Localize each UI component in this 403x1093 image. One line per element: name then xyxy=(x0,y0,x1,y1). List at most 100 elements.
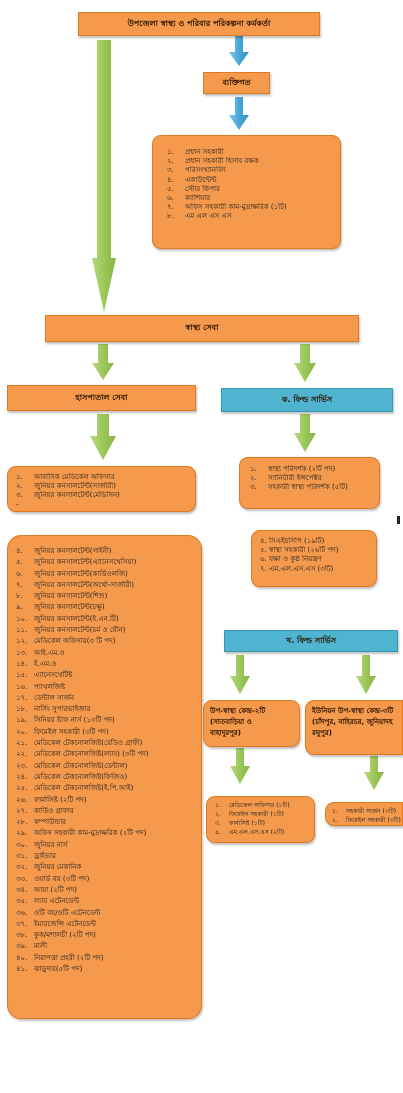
list-item: ৬. যক্ষা ও কুষ্ঠ নিয়ন্ত্রণ xyxy=(260,555,322,564)
list-item: ১৮.নার্সিং সুপারভাইজার xyxy=(16,705,91,714)
list-item: ৩৭.ইমারজেন্সি এটেনডেন্ট xyxy=(16,919,96,928)
list-item: ২.ফিমেইল সহকারী (১টি) xyxy=(215,811,284,818)
sub-center-line1: উপ-স্বাস্থ্য কেন্দ্র-২টি xyxy=(210,707,266,715)
list-item: ৪.একাউন্টেন্ট xyxy=(167,175,217,184)
field-service-a-box: ক. ফিল্ড সার্ভিস xyxy=(221,388,393,412)
list-item: ২১.মেডিকেল টেকনোলজিষ্ট(রেডিও গ্রাফী) xyxy=(16,739,143,748)
list-item: ২.জুনিয়র কনসালটেন্ট(সার্জারী) xyxy=(16,482,116,491)
list-item: ৪.এম.এল.এস.এস (২টি) xyxy=(215,829,285,836)
hospital-list: ৪.জুনিয়র কনসালটেন্ট(গাইনী) ৫.জুনিয়র কন… xyxy=(16,546,197,975)
list-item: ১.মেডিকেল অফিসার (১টি) xyxy=(215,802,290,809)
list-item: ২০.ফিমেইল সহকারী (৩টি পদ) xyxy=(16,727,109,736)
sub-center-line2: (সাতবাড়িয়া ও xyxy=(210,718,252,726)
union-center-line3: রঘুপুর) xyxy=(312,729,332,737)
health-service-label: স্বাস্থ্য সেবা xyxy=(185,323,219,332)
health-service-box: স্বাস্থ্য সেবা xyxy=(45,315,359,342)
field-a-more-list: ৪. সিএইচসিপি (১৯টি) ৫. স্বাস্থ্য সহকারী … xyxy=(260,537,372,574)
list-item: ৪.জুনিয়র কনসালটেন্ট(গাইনী) xyxy=(16,547,112,555)
list-item: ২৪.মেডিকেল টেকনোলজিষ্ট(ফিজিও) xyxy=(16,772,128,781)
list-item: ৬.জুনিয়র কনসালটেন্ট(কার্ডিওলজি) xyxy=(16,569,128,578)
list-item: ১২.মেডিকেল অফিসার(৩ টি পদ) xyxy=(16,637,116,646)
list-item: ৭. এম.এল.এস.এস (৩টি) xyxy=(260,564,334,573)
personal-box: ব্যক্তিগত xyxy=(203,72,270,94)
arrow-field-a-to-list xyxy=(294,414,316,452)
list-item: ১.সহকারী সার্জন (৩টি) xyxy=(332,808,397,815)
union-center-line1: ইউনিয়ন উপ-স্বাস্থ্য কেন্দ্র-৩টি xyxy=(312,707,394,715)
list-item: ৯.জুনিয়র কনসালটেন্ট(চক্ষু) xyxy=(16,603,105,612)
list-item: ১.প্রধান সহকারী xyxy=(167,148,224,156)
list-item: ২৭.কার্ডিও গ্রাফার xyxy=(16,806,74,815)
list-item: - xyxy=(16,500,19,509)
sub-center-line3: বাহাদুরপুর) xyxy=(210,729,241,737)
field-a-list-box: ১.স্বাস্থ্য পরিদর্শক (২টি পদ) ২.স্যানিটা… xyxy=(239,457,380,509)
list-item: ৪১.ঝাড়ুদার(৫টি পদ) xyxy=(16,964,83,973)
union-center-list: ১.সহকারী সার্জন (৩টি) ২.ফিমেইল সহকারী (৩… xyxy=(332,807,402,825)
hospital-service-box: হাসপাতাল সেবা xyxy=(7,385,196,411)
list-item: ৮.এম এল এস এস xyxy=(167,212,232,221)
list-item: ৪০.নিরাপত্তা প্রহরী (২টি পদ) xyxy=(16,953,104,962)
list-item: ৮.জুনিয়র কনসালটেন্ট(শিশু) xyxy=(16,592,108,601)
arrow-field-b-to-sub xyxy=(230,655,250,694)
list-item: ৩১.ড্রাইভার xyxy=(16,852,56,861)
list-item: ১০.জুনিয়র কনসালটেন্ট(ই.এন.টি) xyxy=(16,614,119,623)
list-item: ২.ফিমেইল সহকারী (৩টি) xyxy=(332,817,401,824)
list-item: ১৩.আই.এম.ও xyxy=(16,648,65,657)
list-item: ২৯.অফিস সহকারী কাম-মুদ্রাক্ষরিক (২টি পদ) xyxy=(16,829,147,838)
list-item: ৭.জুনিয়র কনসালটেন্ট(অর্থো-সার্জারী) xyxy=(16,580,134,589)
list-item: ১.স্বাস্থ্য পরিদর্শক (২টি পদ) xyxy=(250,465,336,473)
arrow-hospital-to-list xyxy=(90,414,116,460)
field-service-b-label: খ. ফিল্ড সার্ভিস xyxy=(285,635,336,645)
list-item: ১৭.ডেন্টাল সার্জন xyxy=(16,693,75,702)
hospital-top-list-box: ১.আবাসিক মেডিকেল অফিসার ২.জুনিয়র কনসালট… xyxy=(7,466,196,512)
list-item: ১৯.সিনিয়র ষ্টাফ নার্স (১৩টি পদ) xyxy=(16,716,115,725)
list-item: ৩৬.ওটি বয়/ওটি এটেনডেন্ট xyxy=(16,908,101,917)
union-center-line2: (চাঁদপুর, বাহিরচর, জুনিয়াদহ xyxy=(312,718,393,726)
title-text: উপজেলা স্বাস্থ্য ও পরিবার পরিকল্পনা কর্ম… xyxy=(127,18,271,28)
sub-center-list: ১.মেডিকেল অফিসার (১টি) ২.ফিমেইল সহকারী (… xyxy=(215,801,312,837)
union-center-list-box: ১.সহকারী সার্জন (৩টি) ২.ফিমেইল সহকারী (৩… xyxy=(325,802,403,826)
list-item: ২৮.কম্পাউন্ডার xyxy=(16,818,66,827)
personal-label: ব্যক্তিগত xyxy=(222,77,251,87)
list-item: ২৬.ফার্মাসিষ্ট (২টি পদ) xyxy=(16,795,87,804)
list-item: ৬.ক্যাশিয়ার xyxy=(167,194,211,203)
hospital-list-box: ৪.জুনিয়র কনসালটেন্ট(গাইনী) ৫.জুনিয়র কন… xyxy=(7,535,202,1019)
arrow-sub-to-list xyxy=(230,748,250,784)
list-item: ৩৯.মালী xyxy=(16,942,48,951)
hospital-service-label: হাসপাতাল সেবা xyxy=(75,392,128,402)
list-item: ৩৩.ওয়ার্ড বয় (৩টি পদ) xyxy=(16,874,90,883)
list-item: ১৪.ই.এম.ও xyxy=(16,659,57,668)
list-item: ১.আবাসিক মেডিকেল অফিসার xyxy=(16,473,115,481)
arrow-union-to-list xyxy=(364,756,384,790)
list-item: ৩.ফার্মাসিষ্ট (১টি) xyxy=(215,820,265,827)
list-item: ১১.জুনিয়র কনসালটেন্ট(চর্ম ও যৌন) xyxy=(16,626,126,635)
list-item: ১৬.প্যাথলজিষ্ট xyxy=(16,682,66,691)
list-item: ৩২.জুনিয়র মেকানিক xyxy=(16,863,82,872)
arrow-health-to-field-a xyxy=(294,344,316,382)
arrow-personal-to-list xyxy=(229,97,249,130)
list-item: ৩.পরিসংখ্যানবিদ xyxy=(167,166,226,175)
list-item: ৫.জুনিয়র কনসালটেন্ট(এ্যানেসথেসিয়া) xyxy=(16,558,137,567)
field-a-more-box: ৪. সিএইচসিপি (১৯টি) ৫. স্বাস্থ্য সহকারী … xyxy=(251,530,377,587)
title-box: উপজেলা স্বাস্থ্য ও পরিবার পরিকল্পনা কর্ম… xyxy=(78,12,320,36)
list-item: ১৫.এ্যানেসথেটিষ্ট xyxy=(16,671,73,680)
admin-list-box: ১.প্রধান সহকারী ২.প্রধান সহকারী হিসাব রক… xyxy=(152,135,341,249)
field-a-list: ১.স্বাস্থ্য পরিদর্শক (২টি পদ) ২.স্যানিটা… xyxy=(250,465,375,493)
union-center-box: ইউনিয়ন উপ-স্বাস্থ্য কেন্দ্র-৩টি (চাঁদপু… xyxy=(305,700,403,755)
sub-center-box: উপ-স্বাস্থ্য কেন্দ্র-২টি (সাতবাড়িয়া ও … xyxy=(203,700,300,747)
list-item: ৪. সিএইচসিপি (১৯টি) xyxy=(260,537,325,545)
list-item: ৭.অফিস সহকারী কাম-মুদ্রাক্ষরিক (১টি) xyxy=(167,203,287,212)
list-item: ৩৫.ল্যাব এটেনডেন্ট xyxy=(16,897,79,906)
divider-mark xyxy=(397,516,400,524)
list-item: ২২.মেডিকেল টেকনোলজিষ্ট(ল্যাব) (৩টি পদ) xyxy=(16,750,149,759)
list-item: ২৫.মেডিকেল টেকনোলজিষ্ট(ই.পি.আই) xyxy=(16,784,134,793)
sub-center-list-box: ১.মেডিকেল অফিসার (১টি) ২.ফিমেইল সহকারী (… xyxy=(206,796,315,843)
list-item: ৫.স্টোর কিপার xyxy=(167,184,220,193)
list-item: ২.স্যানিটারী ইন্সপেক্টর xyxy=(250,474,322,483)
list-item: ৩.জুনিয়র কনসালটেন্ট(মেডিসিন) xyxy=(16,491,120,500)
list-item: ৩.সহকারী স্বাস্থ্য পরিদর্শক (৫টি) xyxy=(250,483,348,492)
list-item: ২৩.মেডিকেল টেকনোলজিষ্ট(ডেন্টাল) xyxy=(16,761,128,770)
list-item: ৩৮.কুক/মশালচী (২টি পদ) xyxy=(16,931,96,940)
field-service-a-label: ক. ফিল্ড সার্ভিস xyxy=(281,394,333,404)
arrow-title-to-health xyxy=(92,40,116,312)
